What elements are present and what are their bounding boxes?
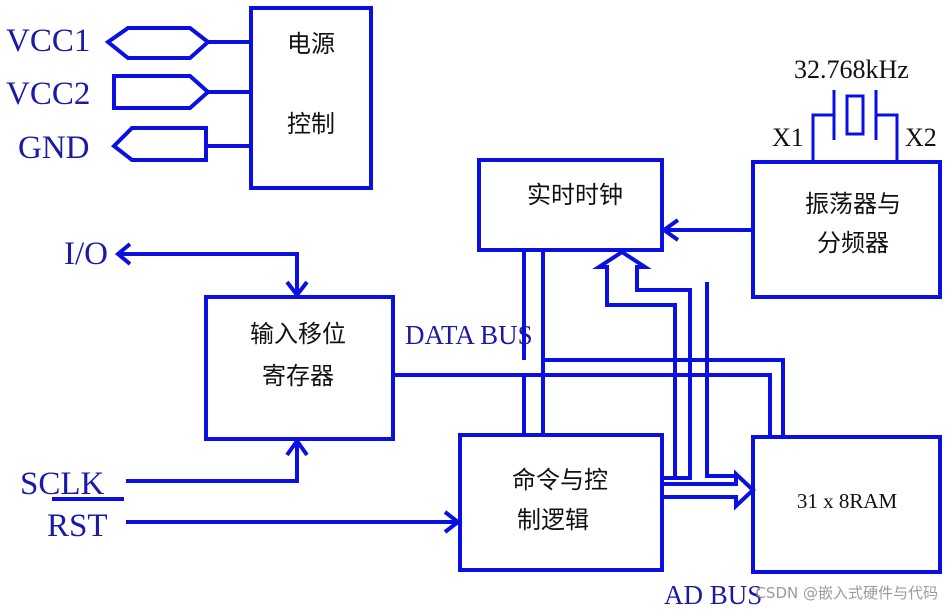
gnd-pin-symbol (110, 126, 208, 162)
oscillator-label-line1: 振荡器与 (805, 190, 901, 218)
gnd-pin-label: GND (18, 130, 90, 166)
x2-pin-label: X2 (905, 123, 937, 152)
shift-register-label-line2: 寄存器 (262, 362, 334, 390)
x1-pin-label: X1 (772, 123, 804, 152)
crystal-frequency-label: 32.768kHz (794, 55, 909, 84)
data-bus-shift-to-cmd-upper (393, 373, 526, 435)
rtc-label: 实时时钟 (527, 181, 623, 209)
ad-bus-rtc-ram-link (705, 282, 736, 478)
sclk-arrowhead (285, 437, 309, 457)
shift-register-block (204, 295, 395, 441)
shift-register-label-line1: 输入移位 (250, 320, 346, 348)
oscillator-label-line2: 分频器 (817, 229, 889, 257)
watermark: CSDN @嵌入式硬件与代码 (755, 584, 938, 602)
data-bus-to-ram-lower (541, 358, 785, 437)
data-bus-label: DATA BUS (405, 320, 533, 350)
command-control-label-line1: 命令与控 (512, 466, 608, 494)
crystal-body (845, 94, 865, 136)
vcc1-pin-label: VCC1 (6, 23, 90, 59)
ad-bus-to-rtc (592, 249, 692, 480)
io-pin-label: I/O (64, 236, 108, 272)
sclk-pin-label: SCLK (20, 466, 105, 502)
io-wire (118, 252, 299, 295)
osc-to-rtc-arrowhead (660, 218, 680, 242)
command-control-label-line2: 制逻辑 (517, 506, 589, 534)
vcc2-pin-symbol (112, 74, 212, 110)
power-control-block (249, 6, 373, 190)
ram-label: 31 x 8RAM (797, 489, 898, 513)
crystal-wire-x2 (876, 113, 899, 162)
crystal-wire-x1 (811, 113, 834, 162)
vcc1-pin-symbol (104, 26, 212, 60)
sclk-wire (126, 441, 299, 483)
rst-pin-label: RST (47, 508, 108, 544)
power-control-label-line1: 电源 (287, 30, 335, 58)
rst-arrowhead (443, 510, 462, 534)
ad-bus-label: AD BUS (664, 580, 762, 610)
ad-bus-to-ram (662, 469, 756, 511)
power-control-label-line2: 控制 (287, 110, 335, 138)
command-control-block (458, 433, 664, 572)
vcc2-pin-label: VCC2 (6, 76, 90, 112)
rtc-block (477, 158, 664, 252)
data-bus-to-ram-upper (393, 373, 772, 437)
io-arrowhead-left (114, 242, 132, 266)
ram-block (751, 435, 942, 574)
